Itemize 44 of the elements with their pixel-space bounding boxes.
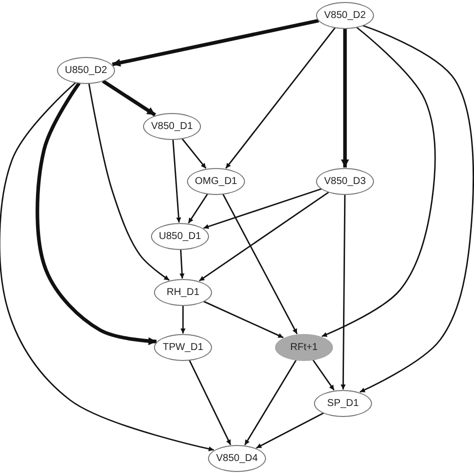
- arrow: [256, 412, 324, 449]
- arrow: [36, 82, 157, 346]
- node-label: V850_D4: [216, 452, 258, 464]
- node-label: V850_D2: [324, 10, 366, 20]
- arrow: [225, 27, 336, 169]
- node-label: V850_D3: [324, 176, 366, 186]
- arrow: [360, 24, 474, 393]
- arrow: [198, 192, 330, 282]
- arrow: [188, 194, 208, 224]
- arrow: [312, 359, 335, 391]
- ellipse-node: [154, 278, 212, 306]
- arrow: [222, 194, 298, 334]
- node-label: U850_D2: [64, 64, 108, 76]
- ellipse-node: [316, 2, 374, 28]
- node-label: OMG_D1: [194, 176, 238, 186]
- node-label: V850_D1: [151, 120, 193, 132]
- arrow: [203, 188, 322, 229]
- ellipse-node: [314, 390, 372, 416]
- arrow: [180, 306, 186, 334]
- ellipse-node: [275, 334, 333, 360]
- node-label: SP_D1: [327, 398, 359, 408]
- arrow: [180, 249, 184, 279]
- ellipse-node: [151, 222, 209, 250]
- arrow: [102, 79, 156, 117]
- ellipse-node: [143, 112, 201, 140]
- arrow: [341, 28, 349, 168]
- arrow: [322, 26, 436, 338]
- node-label: TPW_D1: [162, 342, 204, 352]
- arrow: [244, 360, 297, 446]
- arrow: [203, 300, 284, 338]
- node-label: RH_D1: [166, 286, 200, 298]
- ellipse-node: [208, 444, 266, 472]
- arrow: [182, 138, 206, 169]
- arrow: [88, 83, 170, 281]
- node-label: RFt+1: [290, 342, 318, 352]
- ellipse-node: [57, 56, 115, 84]
- ellipse-node: [154, 334, 212, 360]
- arrow: [0, 82, 214, 452]
- arrow: [340, 194, 346, 390]
- ellipse-node: [316, 168, 374, 194]
- arrow: [172, 139, 182, 223]
- arrow: [112, 18, 319, 67]
- node-label: U850_D1: [158, 230, 202, 242]
- arrow: [188, 360, 232, 446]
